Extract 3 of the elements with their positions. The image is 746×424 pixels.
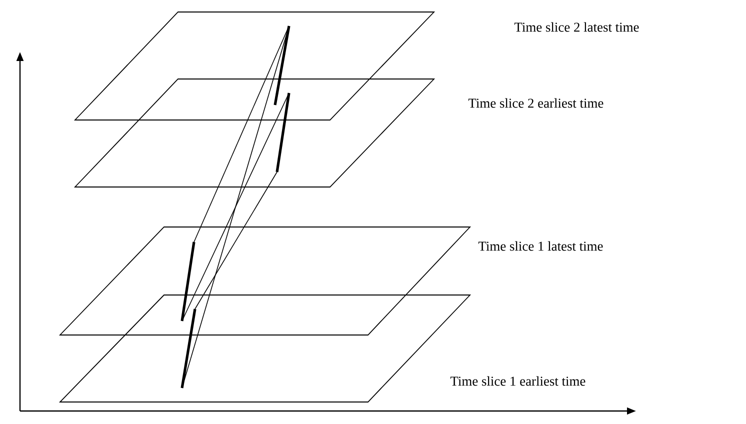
time-label: Time slice 1 earliest time: [450, 376, 586, 386]
time-label: Time slice 2 earliest time: [468, 98, 604, 108]
time-label: Time slice 2 latest time: [514, 22, 639, 32]
